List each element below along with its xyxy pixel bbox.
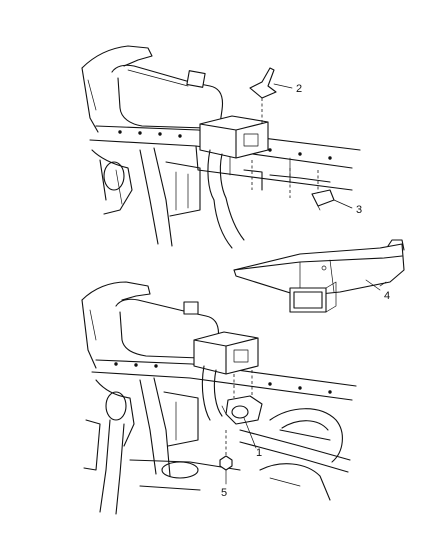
hitch-bar-part (233, 239, 405, 313)
callout-3: 3 (356, 204, 362, 216)
callout-5: 5 (221, 487, 227, 499)
callout-1: 1 (256, 447, 262, 459)
callout-2: 2 (296, 83, 302, 95)
callout-4: 4 (384, 290, 390, 302)
lower-frame-view (81, 279, 381, 515)
upper-frame-view (81, 45, 361, 249)
